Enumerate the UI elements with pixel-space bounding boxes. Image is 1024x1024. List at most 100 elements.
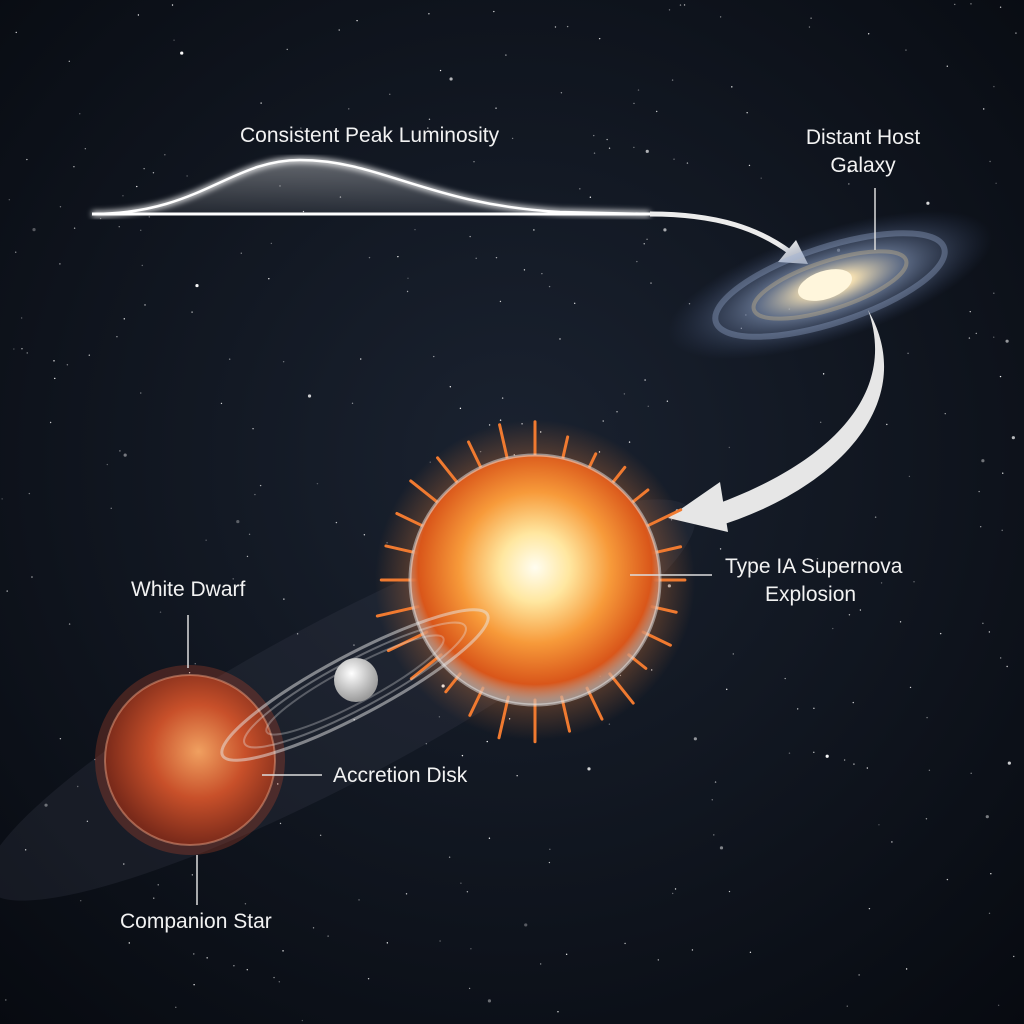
star bbox=[853, 763, 855, 765]
star bbox=[128, 942, 130, 944]
star bbox=[671, 79, 674, 81]
light-curve-fill bbox=[92, 160, 650, 214]
star bbox=[813, 751, 815, 754]
star bbox=[650, 282, 652, 284]
label-light-curve: Consistent Peak Luminosity bbox=[240, 124, 500, 147]
star bbox=[475, 257, 477, 260]
star bbox=[644, 379, 646, 381]
label-supernova: Type IA Supernova Explosion bbox=[725, 553, 902, 609]
star bbox=[193, 953, 195, 955]
star bbox=[21, 348, 23, 350]
label-galaxy-line1: Distant Host bbox=[805, 126, 921, 149]
star bbox=[760, 177, 762, 179]
star bbox=[674, 888, 677, 890]
star bbox=[397, 255, 399, 258]
star bbox=[979, 526, 982, 528]
star bbox=[13, 348, 15, 350]
light-curve-line bbox=[91, 158, 651, 216]
star bbox=[643, 243, 645, 245]
star bbox=[278, 981, 281, 983]
star bbox=[499, 300, 502, 303]
star bbox=[15, 251, 17, 253]
light-curve bbox=[91, 156, 651, 217]
star bbox=[988, 912, 991, 915]
star bbox=[448, 856, 451, 858]
star bbox=[788, 752, 791, 754]
star bbox=[356, 19, 358, 22]
label-white-dwarf: White Dwarf bbox=[131, 578, 246, 601]
star bbox=[628, 441, 631, 443]
star bbox=[807, 140, 810, 143]
star bbox=[195, 283, 199, 288]
star bbox=[978, 490, 980, 493]
star bbox=[928, 769, 931, 772]
star bbox=[511, 137, 514, 140]
star bbox=[655, 110, 658, 113]
star bbox=[495, 256, 498, 259]
supernova-flare bbox=[497, 695, 510, 740]
star bbox=[899, 133, 902, 135]
supernova-flare bbox=[386, 630, 429, 653]
star bbox=[1013, 955, 1015, 958]
star bbox=[80, 899, 82, 902]
star bbox=[49, 421, 52, 424]
star bbox=[925, 818, 928, 820]
star bbox=[136, 185, 138, 188]
arrow-to-galaxy bbox=[649, 211, 792, 255]
star bbox=[816, 558, 819, 560]
star bbox=[867, 33, 870, 35]
star bbox=[338, 29, 340, 31]
star bbox=[188, 672, 191, 674]
star bbox=[439, 940, 441, 942]
star bbox=[26, 352, 28, 354]
star bbox=[351, 402, 354, 405]
star bbox=[59, 206, 62, 208]
star bbox=[123, 863, 125, 865]
label-accretion-disk: Accretion Disk bbox=[333, 764, 468, 787]
label-supernova-line1: Type IA Supernova bbox=[725, 555, 903, 578]
star bbox=[891, 841, 893, 843]
star bbox=[999, 375, 1002, 378]
star bbox=[668, 9, 671, 11]
star bbox=[636, 260, 638, 263]
star bbox=[983, 108, 985, 110]
star bbox=[1005, 339, 1009, 343]
star bbox=[488, 837, 491, 839]
star bbox=[970, 3, 972, 5]
star bbox=[866, 767, 869, 769]
star bbox=[59, 263, 61, 265]
star bbox=[719, 548, 722, 550]
star bbox=[808, 26, 811, 28]
star bbox=[122, 195, 124, 197]
star bbox=[316, 482, 319, 485]
star bbox=[44, 803, 48, 807]
star bbox=[589, 196, 592, 198]
companion-star bbox=[104, 674, 276, 846]
star bbox=[843, 759, 846, 761]
star bbox=[868, 907, 871, 910]
star bbox=[633, 102, 635, 105]
star bbox=[175, 1006, 177, 1009]
star bbox=[975, 332, 977, 335]
star bbox=[926, 201, 930, 205]
star bbox=[858, 974, 860, 976]
star bbox=[68, 623, 71, 625]
star bbox=[24, 849, 27, 851]
star bbox=[944, 412, 946, 415]
star bbox=[679, 4, 682, 6]
star bbox=[307, 394, 312, 398]
star bbox=[825, 754, 829, 758]
white-dwarf bbox=[334, 658, 378, 702]
star bbox=[300, 127, 302, 129]
star bbox=[73, 227, 76, 229]
star bbox=[425, 742, 428, 745]
star bbox=[728, 890, 731, 893]
star bbox=[110, 507, 112, 510]
star bbox=[486, 740, 488, 743]
star bbox=[428, 13, 430, 15]
star bbox=[954, 3, 956, 6]
star bbox=[671, 892, 674, 895]
star bbox=[191, 311, 193, 313]
star bbox=[691, 949, 694, 951]
